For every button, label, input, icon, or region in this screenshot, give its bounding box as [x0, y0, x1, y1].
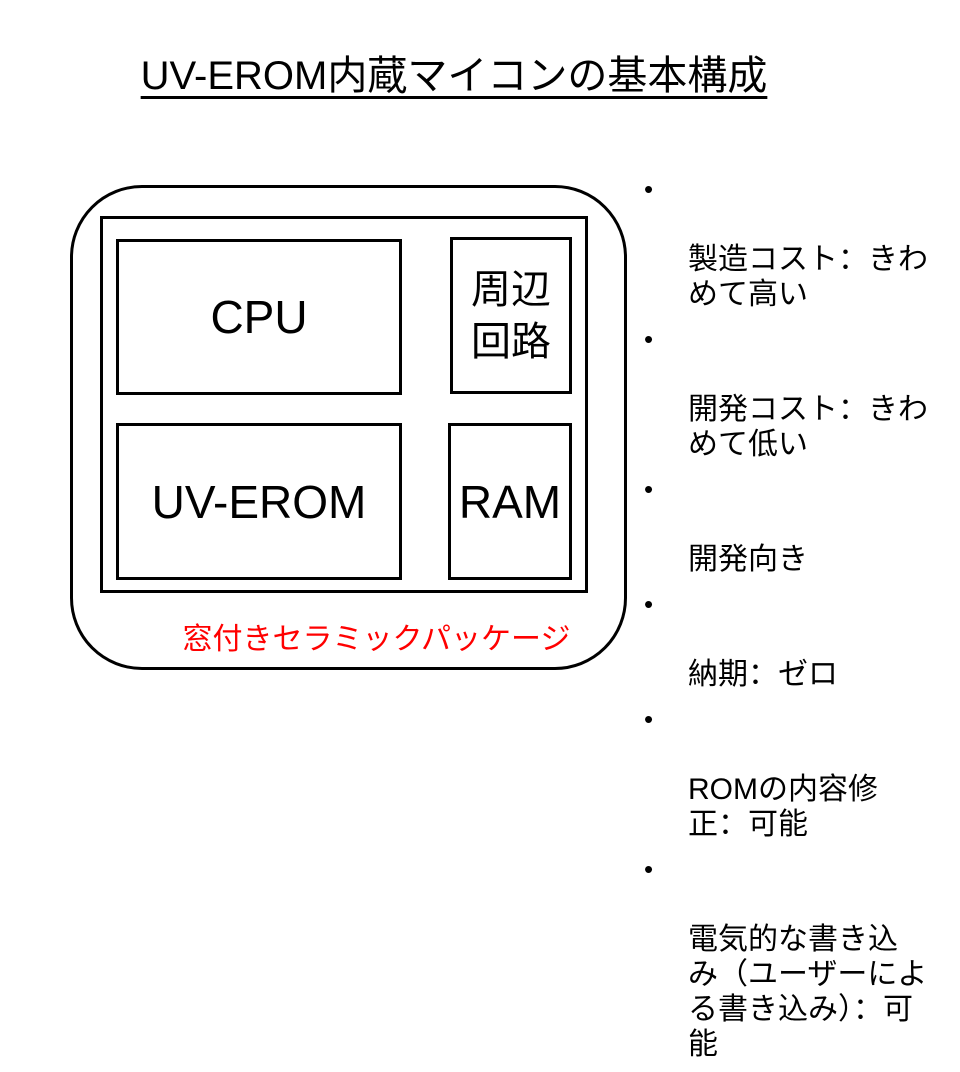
block-cpu: CPU [116, 239, 402, 395]
package-caption: 窓付きセラミックパッケージ [182, 623, 571, 656]
bullet-text: 電気的な書き込 み（ユーザーによ る書き込み）：可 能 [688, 923, 928, 1061]
bullet-text: ROMの内容修 正：可能 [688, 773, 878, 841]
bullet-text: 開発コスト：きわ めて低い [688, 393, 928, 461]
bullet-item: • ROMの内容修 正：可能 [640, 702, 952, 842]
block-peripheral-circuit-label: 周辺 回路 [471, 267, 551, 364]
bullet-text: 製造コスト：きわ めて高い [688, 243, 928, 311]
bullet-item: • 製造コスト：きわ めて高い [640, 172, 952, 312]
block-ram: RAM [448, 423, 572, 580]
bullet-icon: • [644, 589, 654, 619]
slide: UV-EROM内蔵マイコンの基本構成 CPU 周辺 回路 UV-EROM RAM… [0, 52, 928, 1061]
bullet-text: 納期：ゼロ [688, 658, 838, 691]
bullet-icon: • [644, 324, 654, 354]
block-ram-label: RAM [458, 475, 562, 528]
block-peripheral-circuit: 周辺 回路 [450, 237, 572, 394]
slide-title-text: UV-EROM内蔵マイコンの基本構成 [140, 54, 768, 98]
bullet-item: • 開発コスト：きわ めて低い [640, 322, 952, 462]
block-uv-erom: UV-EROM [116, 423, 402, 580]
block-uv-erom-label: UV-EROM [151, 475, 367, 528]
bullet-item: • 開発向き [640, 472, 952, 577]
bullet-item: • 電気的な書き込 み（ユーザーによ る書き込み）：可 能 [640, 852, 952, 1062]
bullet-icon: • [644, 174, 654, 204]
bullet-icon: • [644, 474, 654, 504]
bullet-icon: • [644, 854, 654, 884]
bullet-list: • 製造コスト：きわ めて高い • 開発コスト：きわ めて低い • 開発向き •… [640, 172, 952, 1072]
block-cpu-label: CPU [210, 291, 308, 343]
page-title: UV-EROM内蔵マイコンの基本構成 [0, 52, 908, 100]
bullet-item: • 納期：ゼロ [640, 587, 952, 692]
bullet-icon: • [644, 704, 654, 734]
bullet-text: 開発向き [688, 543, 808, 576]
